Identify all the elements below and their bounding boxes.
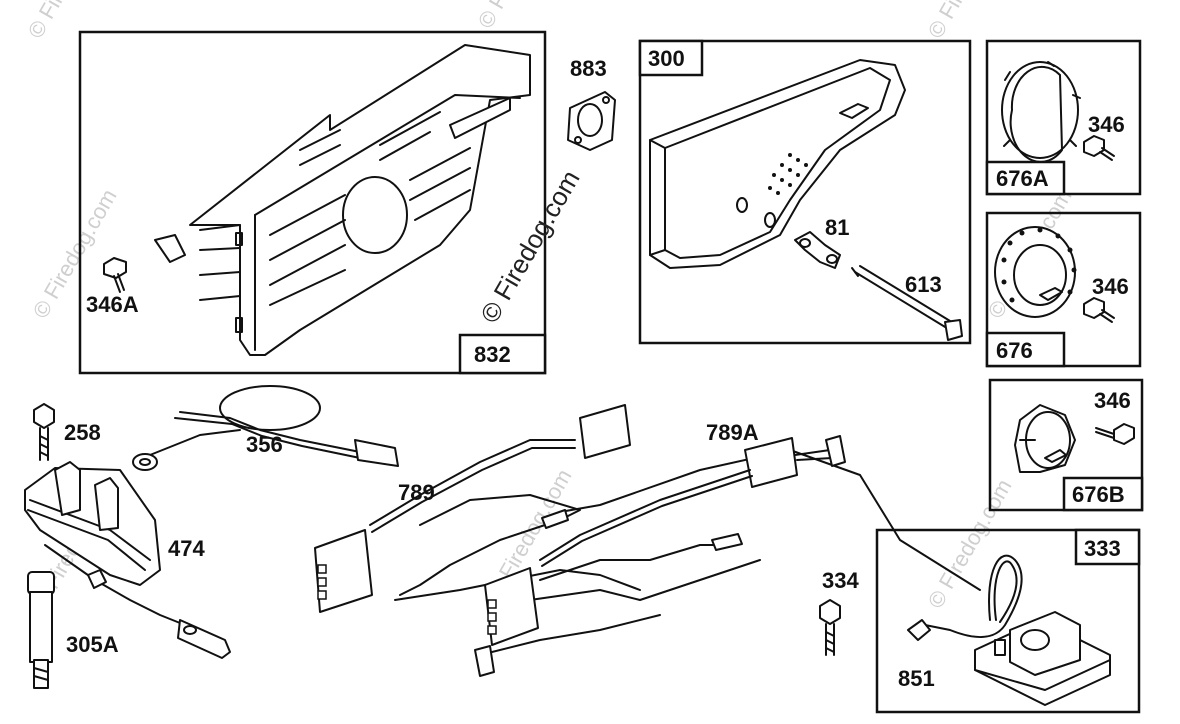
main-watermark: © Firedog.com [474, 165, 585, 328]
faint-watermark: © Firedog.com [923, 475, 1017, 613]
part-number-474: 474 [168, 536, 205, 561]
frame-832 [78, 30, 547, 375]
tag-box-676B [1062, 476, 1144, 512]
part-number-676B: 676B [1072, 482, 1125, 507]
part-number-883: 883 [570, 56, 607, 81]
part-number-356: 356 [246, 432, 283, 457]
spark-arrester-676B-drawing [1014, 404, 1076, 473]
frame-333 [875, 528, 1141, 714]
part-number-851: 851 [898, 666, 935, 691]
spark-arrester-676A-drawing [1001, 61, 1081, 163]
part-number-333: 333 [1084, 536, 1121, 561]
part-number-346-c: 346 [1094, 388, 1131, 413]
part-number-676: 676 [996, 338, 1033, 363]
wire-356-drawing [132, 385, 399, 471]
spark-arrester-676-drawing [994, 226, 1077, 318]
harness-789A-drawing [474, 435, 846, 677]
part-number-832: 832 [474, 342, 511, 367]
part-number-676A: 676A [996, 166, 1049, 191]
stud-305A-drawing [27, 571, 55, 689]
armature-474-drawing [24, 461, 231, 659]
part-number-334: 334 [822, 568, 859, 593]
faint-watermark: © Firedog.com [473, 0, 567, 33]
muffler-drawing [649, 59, 906, 269]
part-number-346-a: 346 [1088, 112, 1125, 137]
frame-300 [638, 39, 972, 345]
tag-box-676A [985, 160, 1066, 196]
tag-box-832 [458, 333, 547, 375]
part-number-305A: 305A [66, 632, 119, 657]
part-number-258: 258 [64, 420, 101, 445]
bolt-346-b-drawing [1083, 297, 1115, 323]
muffler-guard-drawing [154, 44, 531, 356]
part-number-789: 789 [398, 480, 435, 505]
armature-drawing [907, 554, 1111, 706]
bolt-346-a-drawing [1083, 135, 1115, 161]
bolt-346-c-drawing [1095, 423, 1135, 445]
tag-box-676 [985, 331, 1066, 368]
group-676A: 676A 346 [985, 39, 1142, 196]
bolt-334-drawing [819, 599, 841, 656]
bolt-613-drawing [851, 265, 963, 341]
faint-watermark: © Firedog.com [23, 0, 117, 43]
gasket-81-drawing [794, 231, 841, 269]
tag-box-300 [638, 39, 704, 77]
group-832: 832 346A [78, 30, 547, 375]
part-number-346A: 346A [86, 292, 139, 317]
bolt-258-drawing [33, 403, 55, 461]
faint-watermark: © Firedog.com [923, 0, 1017, 43]
group-676B: 676B 346 [988, 378, 1144, 512]
part-number-81: 81 [825, 215, 849, 240]
gasket-883: 883 [567, 56, 616, 151]
part-number-346-b: 346 [1092, 274, 1129, 299]
part-number-300: 300 [648, 46, 685, 71]
harness-789-drawing [314, 404, 981, 613]
tag-box-333 [1074, 528, 1141, 566]
part-number-613: 613 [905, 272, 942, 297]
group-300: 300 81 613 [638, 39, 972, 345]
group-333: 333 851 [875, 528, 1141, 714]
group-676: 676 346 [985, 211, 1142, 368]
part-number-789A: 789A [706, 420, 759, 445]
bolt-346A-drawing [103, 257, 127, 293]
